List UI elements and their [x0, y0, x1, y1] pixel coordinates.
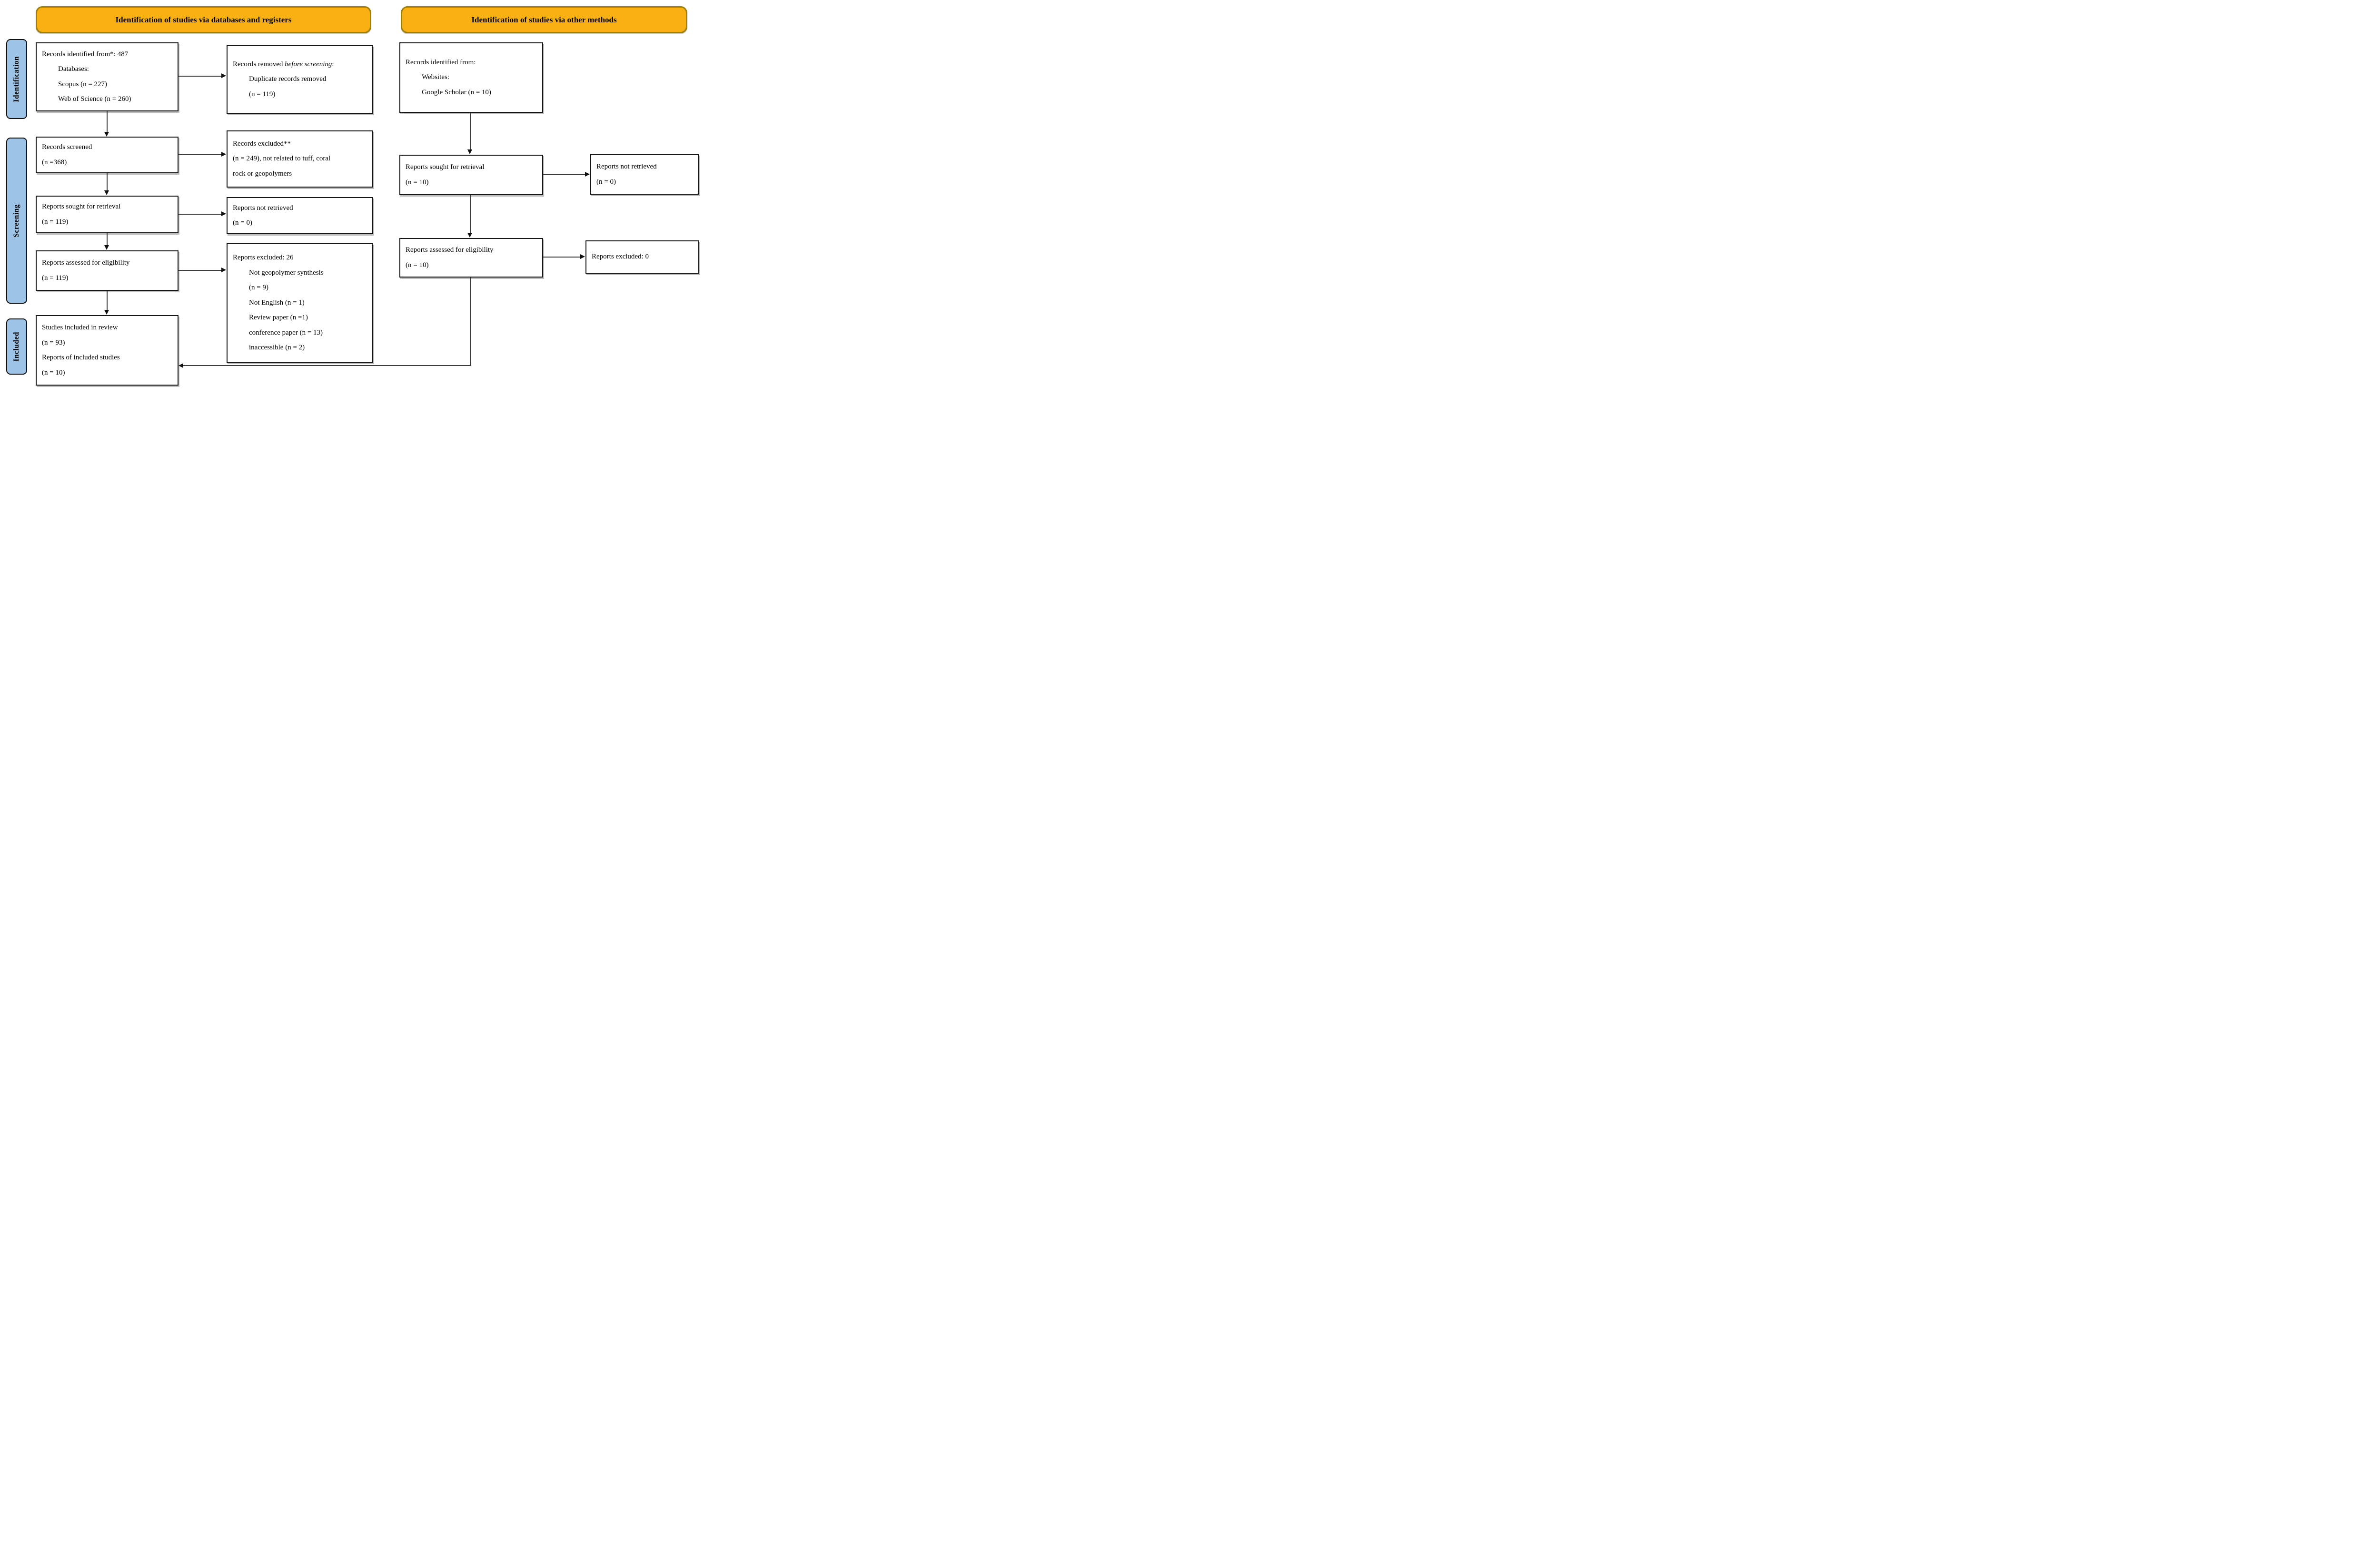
prisma-flow-diagram: Identification of studies via databases … [0, 0, 740, 392]
box-line: (n = 10) [42, 368, 65, 377]
box-line: (n = 93) [42, 338, 65, 347]
side-label-screening-text: Screening [12, 204, 20, 238]
connector-sought-to-assessed-line [107, 233, 108, 246]
arrow-right-icon [221, 211, 226, 216]
box-line: Reports not retrieved [596, 163, 657, 170]
box-line: (n = 0) [596, 178, 616, 186]
box-line: Review paper (n =1) [249, 314, 308, 322]
arrow-down-icon [467, 233, 472, 238]
banner-other-methods: Identification of studies via other meth… [401, 6, 687, 33]
arrow-down-icon [104, 310, 109, 315]
box-reports-assessed-eligibility: Reports assessed for eligibility (n = 11… [36, 250, 178, 291]
side-label-screening: Screening [6, 138, 27, 304]
connector-screened-to-sought-line [107, 173, 108, 191]
connector-other-sought-to-assessed-line [470, 195, 471, 233]
box-records-excluded: Records excluded** (n = 249), not relate… [227, 130, 373, 188]
arrow-right-icon [221, 152, 226, 157]
box-reports-sought-retrieval-other: Reports sought for retrieval (n = 10) [399, 155, 543, 195]
connector-other-identified-to-sought-line [470, 113, 471, 150]
box-records-removed-before-screening: Records removed before screening: Duplic… [227, 45, 373, 114]
arrow-down-icon [467, 149, 472, 154]
box-line: Records screened [42, 143, 92, 151]
box-line: Not English (n = 1) [249, 298, 305, 307]
box-reports-assessed-eligibility-other: Reports assessed for eligibility (n = 10… [399, 238, 543, 278]
box-line: Records excluded** [233, 139, 291, 148]
box-line: (n = 249), not related to tuff, coral [233, 155, 331, 163]
box-reports-not-retrieved-other: Reports not retrieved (n = 0) [590, 154, 699, 195]
box-line: inaccessible (n = 2) [249, 344, 305, 352]
banner-databases-label: Identification of studies via databases … [115, 15, 292, 24]
connector-other-assessed-to-included-hline [183, 365, 471, 366]
box-line: Reports of included studies [42, 354, 120, 361]
banner-databases-registers: Identification of studies via databases … [36, 6, 371, 33]
arrow-right-icon [585, 172, 590, 177]
connector-assessed-to-included-line [107, 291, 108, 311]
side-label-included: Included [6, 318, 27, 375]
arrow-left-icon [178, 363, 183, 368]
box-line: Reports excluded: 26 [233, 254, 294, 262]
connector-sought-to-notretrieved-line [178, 214, 222, 215]
box-reports-sought-retrieval: Reports sought for retrieval (n = 119) [36, 196, 178, 233]
box-line: Records identified from*: 487 [42, 50, 129, 58]
box-line: Reports assessed for eligibility [406, 246, 494, 254]
arrow-right-icon [580, 254, 585, 259]
arrow-down-icon [104, 190, 109, 195]
box-line: Reports excluded: 0 [592, 253, 649, 261]
side-label-included-text: Included [12, 331, 20, 362]
box-records-identified-other: Records identified from: Websites: Googl… [399, 42, 543, 113]
box-line: Studies included in review [42, 324, 118, 331]
box-line: Google Scholar (n = 10) [422, 88, 491, 96]
side-label-identification-text: Identification [12, 56, 20, 102]
box-line: Duplicate records removed [249, 75, 327, 83]
connector-screened-to-excluded-line [178, 154, 222, 155]
connector-identified-to-screened-line [107, 111, 108, 132]
side-label-identification: Identification [6, 39, 27, 119]
box-line: (n =368) [42, 158, 67, 166]
box-line: (n = 119) [42, 218, 69, 226]
box-line: (n = 9) [249, 284, 268, 292]
box-reports-excluded-reasons: Reports excluded: 26 Not geopolymer synt… [227, 243, 373, 363]
arrow-right-icon [221, 268, 226, 272]
connector-other-sought-to-notretrieved-line [543, 174, 585, 175]
connector-identified-to-removed-line [178, 76, 222, 77]
box-line: Not geopolymer synthesis [249, 268, 324, 277]
box-line: Websites: [422, 73, 449, 81]
box-line: (n = 119) [42, 274, 69, 282]
box-line: Databases: [58, 65, 89, 73]
box-line: (n = 10) [406, 178, 429, 186]
box-line: (n = 0) [233, 219, 252, 227]
box-reports-excluded-other: Reports excluded: 0 [585, 240, 699, 274]
box-line: Reports sought for retrieval [406, 163, 485, 171]
connector-other-assessed-to-excluded-line [543, 257, 581, 258]
arrow-down-icon [104, 245, 109, 250]
box-line: rock or geopolymers [233, 169, 292, 178]
box-line: Scopus (n = 227) [58, 80, 108, 88]
box-line: Reports sought for retrieval [42, 203, 121, 210]
box-line: Records removed before screening: [233, 60, 334, 68]
arrow-right-icon [221, 73, 226, 78]
connector-assessed-to-excluded-line [178, 270, 222, 271]
connector-other-assessed-to-included-vline [470, 278, 471, 366]
box-line: Reports assessed for eligibility [42, 259, 130, 267]
box-line: Reports not retrieved [233, 204, 293, 212]
box-line: Web of Science (n = 260) [58, 95, 131, 103]
box-line: (n = 119) [249, 90, 276, 98]
box-reports-not-retrieved: Reports not retrieved (n = 0) [227, 197, 373, 234]
banner-other-methods-label: Identification of studies via other meth… [471, 15, 617, 24]
box-records-screened: Records screened (n =368) [36, 137, 178, 173]
box-line: (n = 10) [406, 261, 429, 269]
box-studies-included: Studies included in review (n = 93) Repo… [36, 315, 178, 386]
box-line: Records identified from: [406, 58, 476, 66]
box-records-identified-databases: Records identified from*: 487 Databases:… [36, 42, 178, 111]
box-line: conference paper (n = 13) [249, 328, 323, 337]
arrow-down-icon [104, 132, 109, 137]
